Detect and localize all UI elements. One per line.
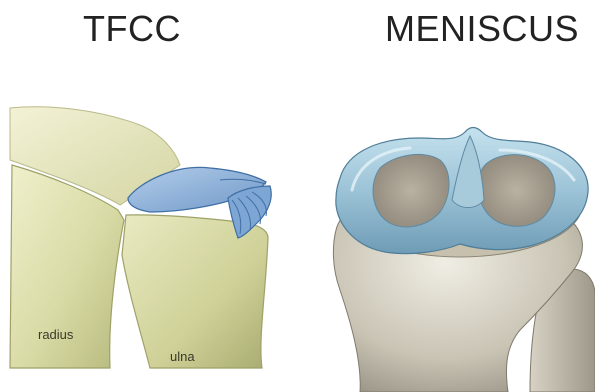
tfcc-illustration: radius ulna (10, 107, 271, 368)
ulna-label: ulna (170, 349, 195, 364)
ulna-bone (122, 215, 268, 368)
radius-label: radius (38, 327, 74, 342)
meniscus-illustration (333, 128, 595, 392)
meniscus-right-opening (478, 155, 555, 227)
